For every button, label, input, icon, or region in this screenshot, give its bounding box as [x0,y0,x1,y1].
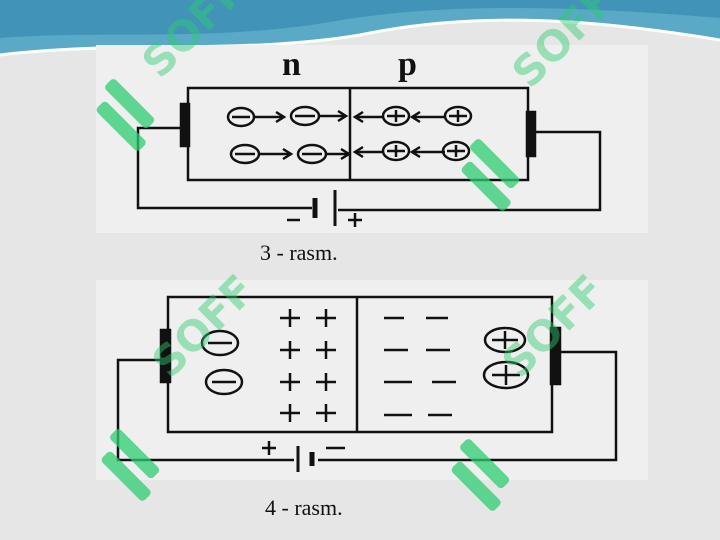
figure-4-caption: 4 - rasm. [265,495,343,520]
p-region-label: p [398,46,417,83]
hole [381,140,411,162]
electron [289,105,321,127]
left-electrode [179,102,191,148]
left-wire [136,126,312,210]
hole [441,140,471,162]
right-electrode [525,110,537,158]
electron [229,143,261,165]
electron [296,143,328,165]
n-region-label: n [282,46,301,83]
positive-ions [280,309,336,422]
left-wire [116,358,294,462]
left-electrode [159,328,172,384]
hole [443,105,473,127]
diagram-4 [116,295,618,472]
hole [482,360,530,390]
right-wire [318,350,618,462]
negative-ions [384,316,456,417]
right-electrode [549,326,562,386]
electron [204,368,244,396]
hole [381,105,411,127]
right-wire [338,130,602,212]
electron [226,106,256,128]
electron [200,329,240,357]
hole [483,326,527,354]
figure-3-caption: 3 - rasm. [260,240,338,265]
diagram-3 [136,86,602,227]
